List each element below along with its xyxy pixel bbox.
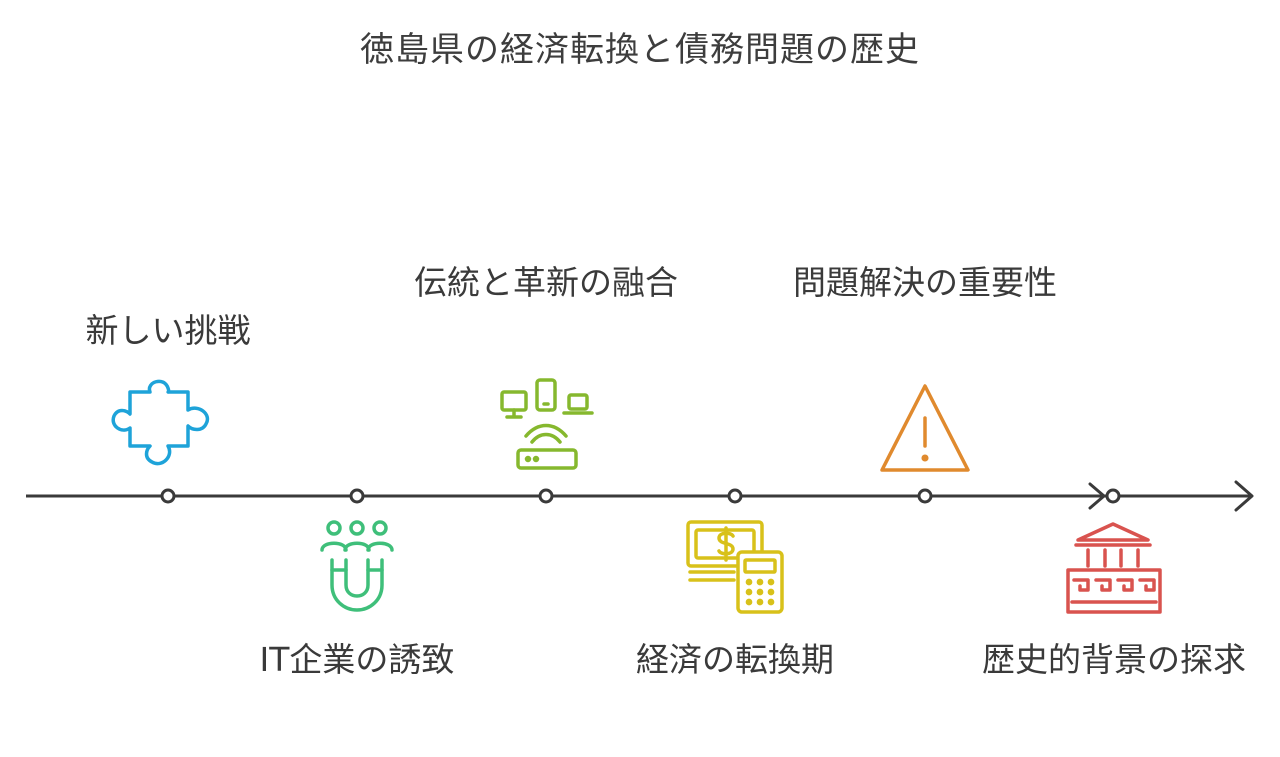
magnet-people-icon: [320, 520, 394, 612]
puzzle-piece-icon: [111, 379, 210, 466]
milestone-dot-3: [538, 488, 554, 504]
diagram-title: 徳島県の経済転換と債務問題の歴史: [360, 30, 920, 70]
event-label-4: 経済の転換期: [636, 640, 834, 679]
milestone-dot-6: [1105, 488, 1121, 504]
timeline-arrowhead: [1234, 480, 1254, 512]
event-label-3: 伝統と革新の融合: [414, 263, 678, 302]
money-calculator-icon: [686, 520, 784, 614]
milestone-dot-5: [917, 488, 933, 504]
milestone-dot-1: [160, 488, 176, 504]
warning-triangle-icon: [880, 384, 970, 472]
timeline-chevron: [1088, 482, 1106, 510]
event-label-2: IT企業の誘致: [259, 640, 455, 679]
event-label-1: 新しい挑戦: [85, 311, 251, 350]
milestone-dot-4: [727, 488, 743, 504]
classical-building-icon: [1066, 522, 1162, 614]
event-label-6: 歴史的背景の探求: [982, 640, 1246, 679]
event-label-5: 問題解決の重要性: [793, 263, 1057, 302]
milestone-dot-2: [349, 488, 365, 504]
devices-router-icon: [500, 378, 594, 470]
